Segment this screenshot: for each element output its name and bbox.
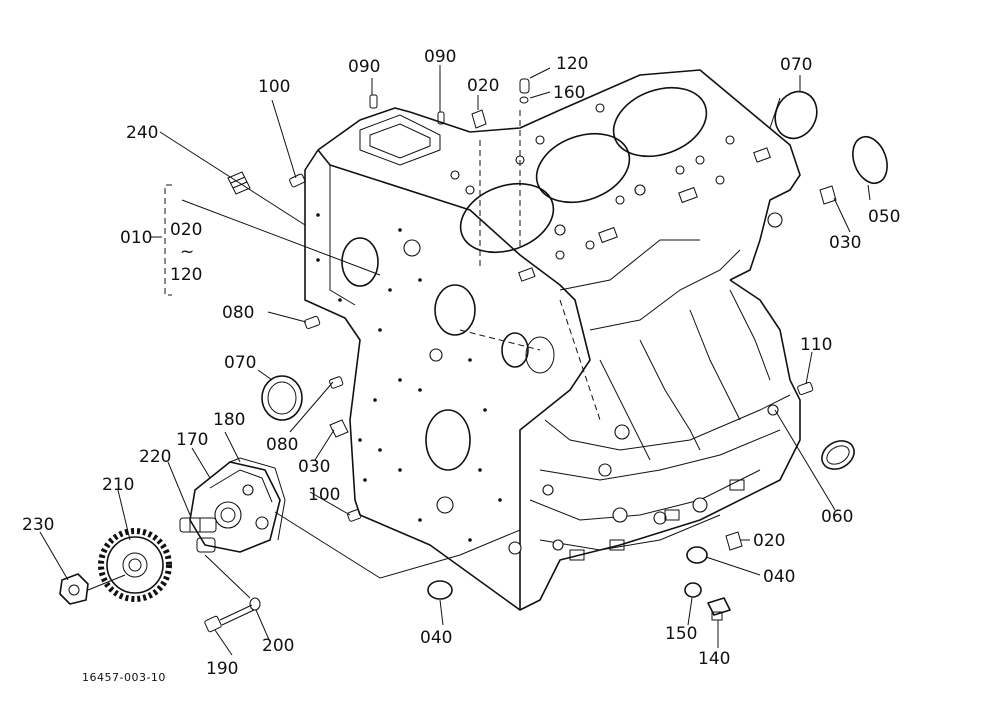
plug-040-right-icon [686, 546, 708, 564]
callout-050: 050 [868, 207, 900, 227]
callout-090-b: 090 [424, 47, 456, 67]
callout-020-top: 020 [467, 76, 499, 96]
callout-080-b: 080 [266, 435, 298, 455]
washer-150-icon [684, 582, 702, 598]
plug-040-low-icon [427, 580, 453, 600]
dowel-100-top-icon [289, 173, 306, 188]
dowel-110-icon [797, 381, 814, 396]
pump-fitting-170 [196, 537, 216, 553]
callout-230: 230 [22, 515, 54, 535]
callout-080-a: 080 [222, 303, 254, 323]
callout-030-left: 030 [298, 457, 330, 477]
callout-020-right: 020 [753, 531, 785, 551]
oil-pump-assembly [59, 457, 521, 633]
callout-090-a: 090 [348, 57, 380, 77]
callout-040-low: 040 [420, 628, 452, 648]
callout-170: 170 [176, 430, 208, 450]
fitting-240-icon [227, 171, 251, 195]
callout-020-group: 020 [170, 220, 202, 240]
plug-020-right-icon [725, 531, 743, 551]
drain-plug-140-icon [707, 597, 731, 621]
callout-120-top: 120 [556, 54, 588, 74]
pump-shaft-220 [179, 517, 217, 533]
pin-090-a-icon [369, 94, 378, 109]
callout-070-left: 070 [224, 353, 256, 373]
pin-090-b-icon [437, 111, 445, 125]
plug-030-right-icon [819, 185, 837, 205]
callout-200: 200 [262, 636, 294, 656]
callout-070-top: 070 [780, 55, 812, 75]
cylinder-block [304, 69, 801, 611]
callout-100-top: 100 [258, 77, 290, 97]
callout-150: 150 [665, 624, 697, 644]
plug-020-top-icon [471, 109, 487, 129]
callout-120-group: 120 [170, 265, 202, 285]
callout-110: 110 [800, 335, 832, 355]
callout-100-low: 100 [308, 485, 340, 505]
drawing-reference: 16457-003-10 [82, 671, 166, 684]
callout-160: 160 [553, 83, 585, 103]
seal-070-left-icon [261, 375, 303, 421]
nut-230-icon [59, 573, 89, 605]
bolt-190-icon [204, 604, 255, 633]
leader-lines [39, 65, 871, 656]
washer-200-icon [249, 597, 261, 611]
pump-housing-180 [189, 457, 286, 553]
gear-210-icon [98, 528, 172, 602]
seal-060-icon [821, 440, 855, 470]
callout-060: 060 [821, 507, 853, 527]
callout-140: 140 [698, 649, 730, 669]
plug-050-icon [852, 135, 888, 185]
callout-040-right: 040 [763, 567, 795, 587]
callout-210: 210 [102, 475, 134, 495]
callout-220: 220 [139, 447, 171, 467]
small-parts [227, 78, 888, 621]
dowel-100-low-icon [347, 509, 362, 522]
callout-180: 180 [213, 410, 245, 430]
callout-240: 240 [126, 123, 158, 143]
callout-190: 190 [206, 659, 238, 679]
callout-range-mark: ~ [180, 242, 194, 262]
callout-010: 010 [120, 228, 152, 248]
plug-070-top-icon [769, 90, 818, 140]
callout-030-right: 030 [829, 233, 861, 253]
plug-030-left-icon [329, 419, 349, 438]
dowel-080-a-icon [304, 315, 321, 330]
ball-160-icon [519, 96, 529, 104]
dowel-080-b-icon [329, 376, 344, 389]
callout-labels: 100 090 090 020 120 160 070 240 010 020 … [22, 47, 900, 679]
face-holes [316, 213, 502, 542]
pin-120-top-icon [519, 78, 530, 94]
